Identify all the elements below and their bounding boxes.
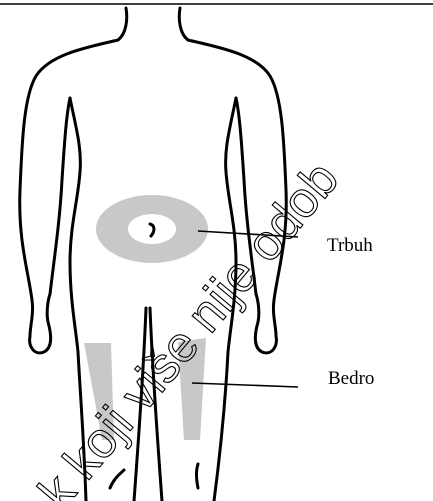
right-knee-mark [197, 464, 199, 488]
abdomen-center-clear-zone [128, 214, 176, 244]
thigh-leader-line [192, 383, 298, 387]
left-knee-mark [110, 470, 124, 488]
neck-right-outline [179, 8, 188, 40]
abdomen-label: Trbuh [327, 235, 373, 256]
neck-left-outline [118, 8, 127, 40]
left-arm-outer-outline [20, 40, 118, 336]
left-arm-inner-outline [50, 98, 70, 294]
thigh-label: Bedro [328, 368, 374, 389]
